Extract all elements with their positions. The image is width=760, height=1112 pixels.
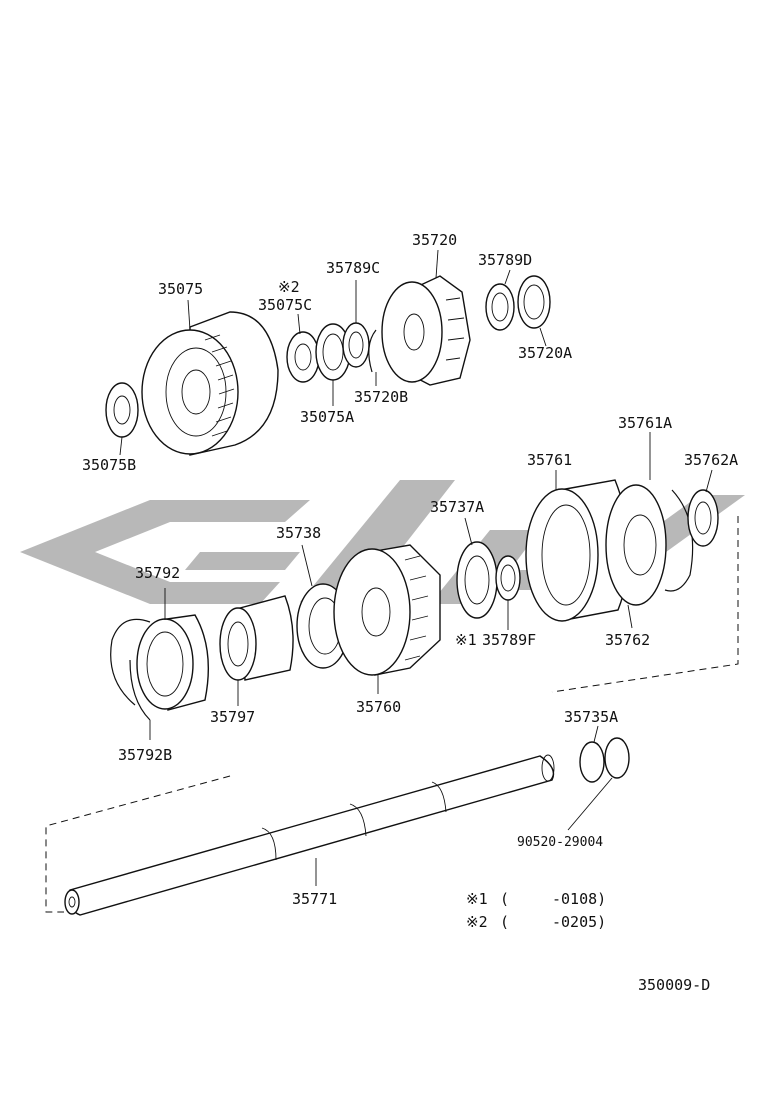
middle-leader-lines [149, 432, 713, 740]
part-35760-drum [333, 544, 441, 676]
label-35760: 35760 [356, 698, 401, 716]
note-2-mark: ※2 [466, 913, 488, 931]
part-35720a-bearing [517, 275, 551, 329]
label-35789d: 35789D [478, 251, 532, 269]
label-35762a: 35762A [684, 451, 738, 469]
part-35789d-race [485, 283, 515, 331]
part-35735a-ring [579, 741, 605, 783]
label-90520-29004: 90520-29004 [517, 835, 603, 850]
label-35792b: 35792B [118, 746, 172, 764]
lower-leader-lines [315, 725, 613, 886]
part-35771-shaft [64, 754, 555, 916]
note-2-open: ( [500, 913, 509, 931]
note-1-mark: ※1 [466, 890, 488, 908]
note-1: ※1 ( -0108) [466, 890, 606, 908]
note-2-range: -0205) [552, 913, 606, 931]
label-35792: 35792 [135, 564, 180, 582]
part-35075b-washer [105, 382, 139, 438]
label-35761a: 35761A [618, 414, 672, 432]
part-35762a-bearing [687, 489, 719, 547]
part-35075c-washer [286, 331, 320, 383]
part-35720b-snap-ring [368, 329, 377, 373]
part-90520-29004-ring [604, 737, 630, 779]
label-35761: 35761 [527, 451, 572, 469]
label-35762: 35762 [605, 631, 650, 649]
label-35789c: 35789C [326, 259, 380, 277]
note-1-open: ( [500, 890, 509, 908]
label-35738: 35738 [276, 524, 321, 542]
note-1-range: -0108) [552, 890, 606, 908]
diagram-code: 350009-D [638, 976, 710, 994]
part-35761a-snap-ring [664, 489, 694, 592]
part-35792b-snap-ring [110, 618, 151, 721]
part-35075-drum [141, 311, 279, 456]
label-35797: 35797 [210, 708, 255, 726]
part-35789f-race [495, 555, 521, 601]
label-35789f: 35789F [482, 631, 536, 649]
label-35735a: 35735A [564, 708, 618, 726]
label-35075c: 35075C [258, 296, 312, 314]
label-35075c-note: ※2 [278, 278, 300, 296]
part-35720-carrier [381, 275, 471, 386]
label-35075b: 35075B [82, 456, 136, 474]
dashed-alignment-lines [45, 516, 739, 913]
part-35792-hub [136, 614, 209, 711]
upper-leader-lines [119, 249, 547, 456]
label-35720a: 35720A [518, 344, 572, 362]
part-35762-planetary [605, 484, 667, 606]
part-35789c-race [342, 322, 370, 368]
part-35737a-bearing [456, 541, 498, 619]
note-2: ※2 ( -0205) [466, 913, 606, 931]
part-35797-sleeve [219, 595, 294, 681]
label-35771: 35771 [292, 890, 337, 908]
label-35789f-note: ※1 [455, 631, 477, 649]
label-35720: 35720 [412, 231, 457, 249]
label-35720b: 35720B [354, 388, 408, 406]
label-35737a: 35737A [430, 498, 484, 516]
label-35075a: 35075A [300, 408, 354, 426]
label-35075: 35075 [158, 280, 203, 298]
